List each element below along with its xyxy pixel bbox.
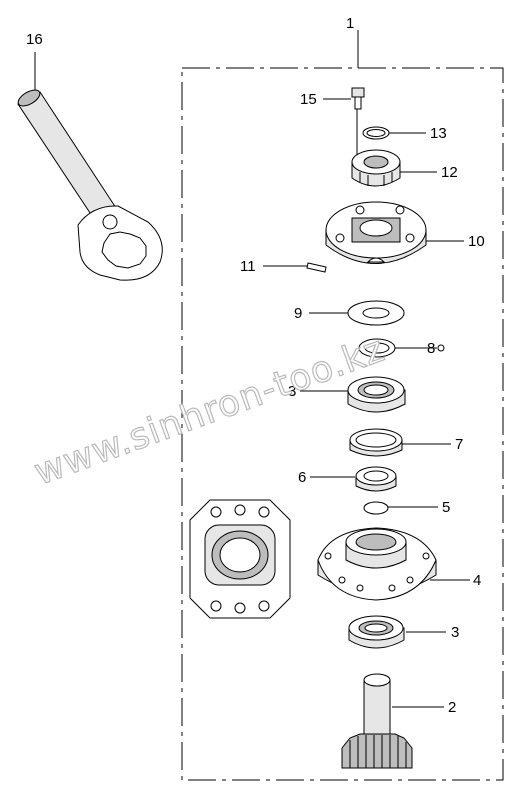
flange-cover-10 — [325, 201, 427, 264]
assembly-boundary-frame — [181, 67, 504, 781]
label-9: 9 — [294, 305, 302, 322]
label-13: 13 — [430, 125, 447, 142]
label-7: 7 — [455, 436, 463, 453]
pinion-shaft-2 — [341, 673, 413, 769]
bearing-cone-6 — [355, 466, 397, 492]
o-ring-5 — [363, 501, 389, 515]
bearing-3-lower — [348, 615, 405, 649]
label-16: 16 — [26, 31, 43, 48]
label-10: 10 — [468, 233, 485, 250]
bearing-housing-4 — [317, 527, 437, 601]
label-8: 8 — [427, 340, 435, 357]
label-1: 1 — [346, 15, 354, 32]
watermark-text: www.sinhron-too.kz — [29, 329, 390, 494]
leader-lines — [34, 30, 470, 708]
label-4: 4 — [473, 572, 481, 589]
label-6: 6 — [298, 469, 306, 486]
label-12: 12 — [441, 164, 458, 181]
label-11: 11 — [240, 258, 256, 275]
ring-8 — [358, 338, 445, 358]
bearing-race-7 — [349, 428, 403, 457]
label-2: 2 — [448, 699, 456, 716]
slotted-nut-12 — [351, 149, 401, 187]
snap-ring-13 — [362, 126, 390, 140]
pin-11 — [306, 262, 327, 273]
label-3-lower: 3 — [451, 624, 459, 641]
shim-washer-9 — [347, 300, 405, 326]
wrench-tool — [17, 89, 163, 281]
label-3-upper: 3 — [288, 383, 296, 400]
label-15: 15 — [300, 91, 317, 108]
part-labels: 1 16 15 13 12 10 11 9 8 3 7 6 5 4 3 2 — [26, 15, 485, 716]
bearing-3-upper — [347, 376, 406, 413]
label-5: 5 — [442, 499, 450, 516]
bearing-housing-side-view — [189, 499, 291, 619]
bolt-15 — [351, 87, 365, 110]
